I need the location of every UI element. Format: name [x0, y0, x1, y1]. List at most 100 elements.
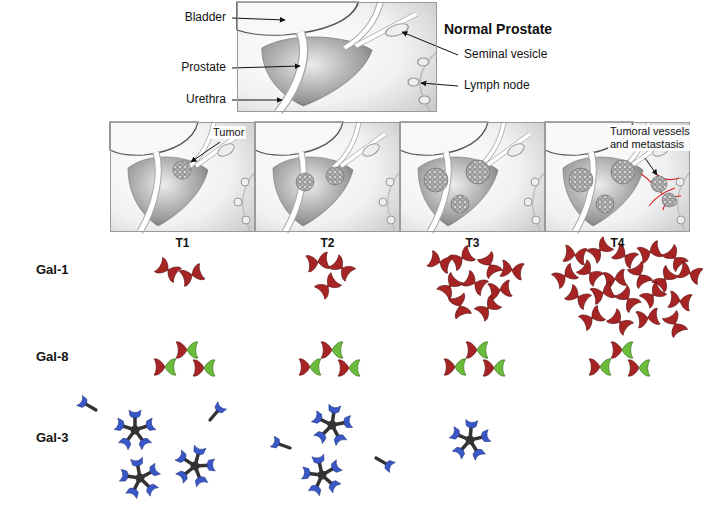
galectin-1-row — [586, 237, 613, 264]
galectin-1-row — [636, 308, 661, 328]
galectin-1-row — [563, 245, 588, 265]
tumor-cluster — [296, 167, 344, 191]
galectin-1-row — [677, 262, 703, 285]
galectin-3-row — [77, 396, 493, 501]
anatomy-panels — [110, 2, 690, 232]
callout-label: Urethra — [184, 92, 228, 106]
stage-label: T2 — [256, 236, 399, 250]
galectin-1-row — [500, 260, 525, 280]
galectin-8-row — [154, 342, 650, 376]
galectin-3-row — [270, 436, 292, 453]
leader-arrow — [645, 158, 657, 175]
galectin-3-row — [206, 402, 227, 424]
leader-arrow — [191, 142, 220, 162]
tumor-cluster — [662, 193, 676, 207]
galectin-8-row — [466, 342, 488, 358]
galectin-1-row — [606, 309, 633, 336]
row-label: Gal-3 — [34, 430, 71, 446]
anatomy-panels — [237, 2, 437, 112]
row-label: Gal-1 — [34, 262, 71, 278]
callout-label: Bladder — [183, 10, 228, 24]
tumor-cluster — [611, 160, 635, 184]
galectin-1-row — [662, 310, 687, 337]
tumor-cluster — [451, 195, 469, 213]
tumor-cluster — [651, 176, 667, 192]
galectin-1-row — [668, 291, 693, 311]
stage-label: T1 — [111, 236, 254, 250]
tumor-cluster — [173, 161, 191, 179]
galectin-8-row — [321, 342, 343, 358]
galectin-8-row — [628, 360, 650, 376]
tumor-cluster — [569, 160, 681, 213]
stage-label: T3 — [401, 236, 544, 250]
galectin-1-row — [477, 251, 502, 278]
illustration-panel: T2 — [255, 122, 400, 232]
galectin-3-row — [297, 451, 346, 499]
galectin-8-row — [154, 359, 176, 375]
galectin-3-row — [116, 455, 164, 501]
tumor-cluster — [569, 168, 593, 192]
galectin-1-row — [578, 305, 605, 330]
galectin-8-row — [444, 359, 466, 375]
callout-label: Lymph node — [462, 78, 532, 92]
galectin-1-row — [154, 257, 181, 282]
tumor-cluster — [466, 160, 490, 184]
galectin-1-row — [639, 282, 666, 309]
galectin-1-row — [637, 241, 663, 264]
galectin-1-row — [461, 270, 488, 295]
tumor-cluster — [296, 173, 314, 191]
callout-label: Tumoral vessels and metastasis — [608, 125, 704, 151]
galectin-1-row — [437, 272, 464, 299]
galectin-1-row — [306, 252, 331, 272]
galectin-1-row — [590, 282, 616, 305]
galectin-3-row — [114, 410, 156, 450]
galectin-1-row — [314, 273, 341, 300]
galectin-1-row — [474, 295, 501, 322]
leader-arrow — [232, 100, 282, 101]
leader-arrow — [421, 83, 458, 86]
galectin-1-row — [576, 260, 603, 287]
galectin-3-row — [170, 441, 221, 490]
galectin-3-row — [309, 402, 356, 447]
tumor-cluster — [424, 160, 490, 213]
callout-label: Prostate — [179, 60, 228, 74]
galectin-8-row — [299, 359, 321, 375]
illustration-panel: Normal Prostate — [237, 2, 437, 112]
galectin-1-row — [154, 237, 703, 338]
galectin-8-row — [483, 360, 505, 376]
tumor-cluster — [596, 195, 614, 213]
galectin-1-row — [564, 284, 591, 309]
leader-arrow — [232, 18, 285, 20]
galectin-1-row — [449, 293, 472, 319]
galectin-8-row — [611, 342, 633, 358]
anatomy-panels — [110, 122, 255, 232]
tumor-cluster — [424, 168, 448, 192]
galectin-1-row — [551, 263, 578, 288]
galectin-3-row — [77, 396, 99, 415]
galectin-8-row — [589, 359, 611, 375]
galectin-8-row — [176, 342, 198, 358]
stage-label: T4 — [546, 236, 689, 250]
galectin-8-row — [338, 360, 360, 376]
anatomy-panels — [255, 122, 400, 232]
illustration-panel: T3 — [400, 122, 545, 232]
galectin-1-row — [179, 264, 205, 287]
anatomy-panels — [400, 122, 545, 232]
galectin-8-row — [193, 360, 215, 376]
panel-title: Normal Prostate — [444, 21, 552, 37]
galectin-1-row — [427, 251, 453, 274]
galectin-1-row — [615, 285, 642, 312]
galectin-3-row — [373, 453, 395, 472]
tumor-cluster — [326, 167, 344, 185]
tumor-cluster — [173, 161, 191, 179]
callout-label: Tumor — [211, 126, 246, 139]
leader-arrow — [232, 66, 300, 68]
galectin-1-row — [627, 261, 652, 288]
row-label: Gal-8 — [34, 349, 71, 365]
leader-arrow — [191, 18, 657, 175]
galectin-3-row — [447, 418, 492, 461]
tumor-cluster — [641, 172, 681, 210]
callout-label: Seminal vesicle — [462, 47, 549, 61]
